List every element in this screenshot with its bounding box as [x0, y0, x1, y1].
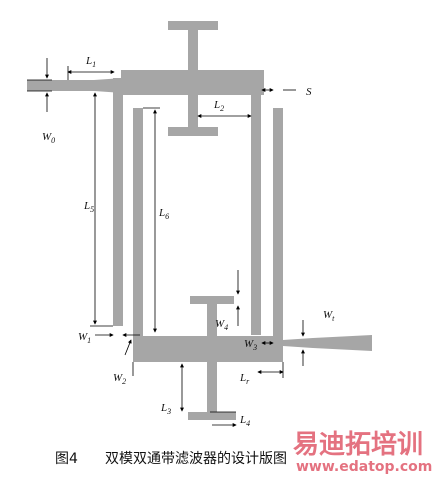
dimension-lines — [27, 58, 305, 427]
watermark-brand: 易迪拓培训 — [293, 430, 423, 460]
dimension-labels: L1 W0 L5 L6 L2 S W4 W1 W3 Wt W2 Lr L3 L4 — [42, 55, 335, 428]
watermark-url: www.edatop.com — [296, 459, 432, 475]
right-coupled-line — [273, 108, 283, 354]
label-Wt: Wt — [323, 309, 335, 323]
lower-patch — [133, 336, 283, 362]
watermark: 易迪拓培训 www.edatop.com — [293, 430, 432, 475]
caption-title: 双模双通带滤波器的设计版图 — [105, 451, 287, 467]
label-L2: L2 — [213, 99, 224, 113]
upper-lower-stem — [188, 95, 198, 127]
label-W2: W2 — [113, 372, 126, 386]
label-L6: L6 — [158, 207, 169, 221]
right-outer-arm — [251, 70, 261, 335]
left-inner-arm — [133, 108, 143, 344]
label-S: S — [306, 86, 312, 98]
left-outer-arm — [113, 78, 123, 326]
label-W3: W3 — [244, 338, 257, 352]
label-L3: L3 — [160, 402, 171, 416]
upper-lower-bar — [168, 127, 218, 136]
label-W0: W0 — [42, 131, 55, 145]
top-t-stem — [188, 21, 198, 71]
figure-caption: 图4 双模双通带滤波器的设计版图 — [55, 451, 287, 467]
metal-traces — [27, 21, 372, 420]
label-L4: L4 — [239, 414, 250, 428]
label-L5: L5 — [83, 200, 94, 214]
label-W4: W4 — [215, 318, 228, 332]
mid-t-stem — [207, 296, 217, 336]
upper-patch — [121, 70, 264, 95]
lower-t-stem — [207, 362, 217, 412]
label-W1: W1 — [78, 331, 91, 345]
label-L1: L1 — [85, 55, 96, 69]
caption-figure-number: 图4 — [55, 451, 78, 467]
label-Lr: Lr — [239, 372, 250, 386]
output-feed-taper — [283, 335, 372, 351]
input-feed-taper — [27, 78, 123, 93]
lower-t-bar — [188, 412, 236, 420]
